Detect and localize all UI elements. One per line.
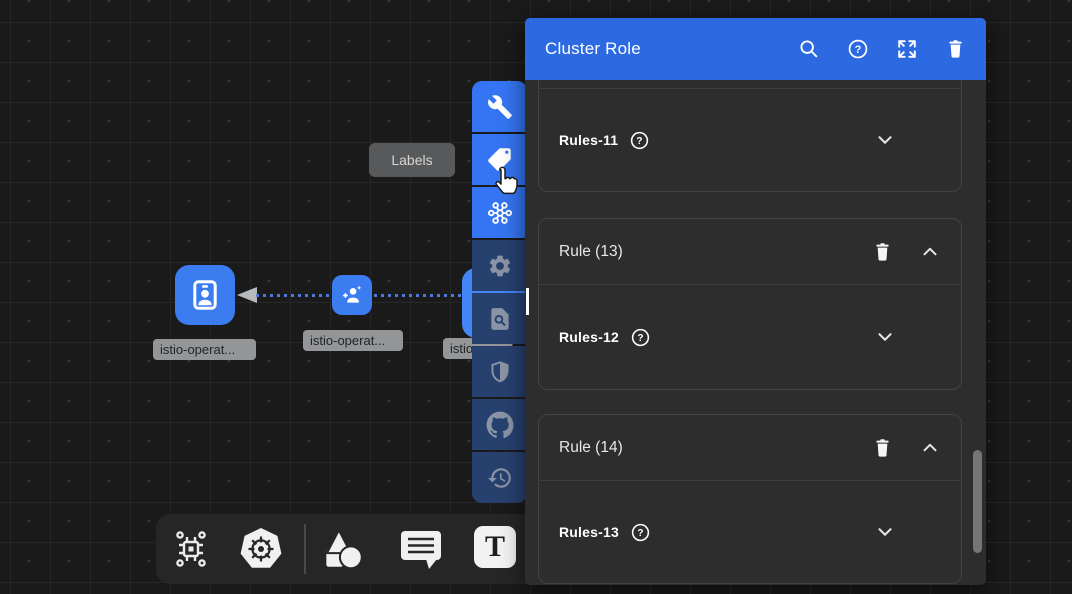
- delete-rule-icon[interactable]: [872, 241, 893, 263]
- hub-tool-button[interactable]: [472, 187, 527, 238]
- comment-tool-button[interactable]: [398, 526, 444, 572]
- cluster-role-panel: Rules-11 ? Rule (13): [525, 18, 986, 585]
- badge-id-icon: [193, 280, 217, 310]
- file-search-tool-button[interactable]: [472, 293, 527, 344]
- gear-icon: [489, 255, 510, 276]
- search-icon[interactable]: [798, 38, 820, 60]
- rules-label: Rules-13: [559, 524, 619, 540]
- rule-card-header[interactable]: Rule (14): [539, 415, 961, 481]
- panel-title: Cluster Role: [545, 39, 641, 58]
- svg-text:?: ?: [637, 528, 643, 539]
- panel-scrollbar[interactable]: [973, 450, 982, 553]
- hand-cursor-icon: [489, 164, 521, 196]
- circuit-icon: [176, 531, 206, 567]
- comment-icon: [401, 531, 441, 569]
- rules-accordion-row[interactable]: Rules-13 ?: [539, 481, 961, 583]
- chevron-down-icon[interactable]: [874, 521, 896, 543]
- help-icon[interactable]: ?: [630, 522, 651, 543]
- kubernetes-tool-button[interactable]: [238, 526, 284, 572]
- rules-accordion-row[interactable]: Rules-11 ?: [539, 89, 961, 191]
- help-icon[interactable]: ?: [630, 327, 651, 348]
- history-tool-button[interactable]: [472, 452, 527, 503]
- fullscreen-icon[interactable]: [896, 38, 918, 60]
- labels-tooltip: Labels: [369, 143, 455, 177]
- svg-text:?: ?: [637, 136, 643, 147]
- chevron-up-icon[interactable]: [919, 241, 941, 263]
- toolbar-divider: [304, 524, 306, 574]
- bottom-toolbar: T: [156, 514, 540, 584]
- text-tool-icon: T: [474, 526, 516, 568]
- rule-title: Rule (13): [559, 242, 623, 260]
- circuit-tool-button[interactable]: [168, 526, 214, 572]
- rules-label: Rules-11: [559, 132, 619, 148]
- chevron-down-icon[interactable]: [874, 129, 896, 151]
- node-service-account[interactable]: [332, 275, 372, 315]
- shield-icon: [490, 360, 509, 382]
- svg-text:?: ?: [637, 333, 643, 344]
- panel-header: Cluster Role ?: [525, 18, 986, 80]
- rule-title: Rule (14): [559, 438, 623, 456]
- text-caret: [526, 288, 529, 315]
- node-label: istio-operat...: [303, 330, 403, 351]
- node-label: istio-operat...: [153, 339, 256, 360]
- label-tag-icon: [488, 148, 511, 171]
- delete-rule-icon[interactable]: [872, 437, 893, 459]
- github-icon: [486, 411, 513, 438]
- settings-tool-button[interactable]: [472, 240, 527, 291]
- edge-dotted-line: [374, 294, 464, 297]
- shapes-icon: [324, 527, 363, 570]
- rule-card: Rule (14) Rules-13 ?: [538, 414, 962, 584]
- help-icon[interactable]: ?: [629, 130, 650, 151]
- shapes-tool-button[interactable]: [318, 526, 366, 574]
- text-tool-button[interactable]: T: [474, 526, 516, 568]
- help-icon[interactable]: ?: [847, 38, 869, 60]
- rules-label: Rules-12: [559, 329, 619, 345]
- node-cluster-role[interactable]: [175, 265, 235, 325]
- rules-accordion-row[interactable]: Rules-12 ?: [539, 285, 961, 389]
- shield-tool-button[interactable]: [472, 346, 527, 397]
- edge-dotted-line: [256, 294, 332, 297]
- file-search-icon: [490, 307, 509, 330]
- person-add-icon: [342, 285, 362, 303]
- kubernetes-icon: [240, 528, 282, 568]
- wrench-icon: [487, 94, 512, 119]
- panel-body[interactable]: Rules-11 ? Rule (13): [525, 80, 986, 585]
- rule-card-header[interactable]: Rule (13): [539, 219, 961, 285]
- rule-card-divider: [539, 80, 961, 89]
- svg-text:?: ?: [855, 44, 862, 56]
- history-icon: [487, 467, 511, 488]
- github-tool-button[interactable]: [472, 399, 527, 450]
- rule-card: Rule (13) Rules-12 ?: [538, 218, 962, 390]
- chevron-down-icon[interactable]: [874, 326, 896, 348]
- wrench-tool-button[interactable]: [472, 81, 527, 132]
- edge-arrowhead: [237, 287, 257, 303]
- rule-card-partial: Rules-11 ?: [538, 80, 962, 192]
- hub-icon: [487, 201, 512, 224]
- delete-icon[interactable]: [945, 38, 966, 60]
- left-tool-rail: [472, 81, 527, 503]
- chevron-up-icon[interactable]: [919, 437, 941, 459]
- labels-tool-button[interactable]: [472, 134, 527, 185]
